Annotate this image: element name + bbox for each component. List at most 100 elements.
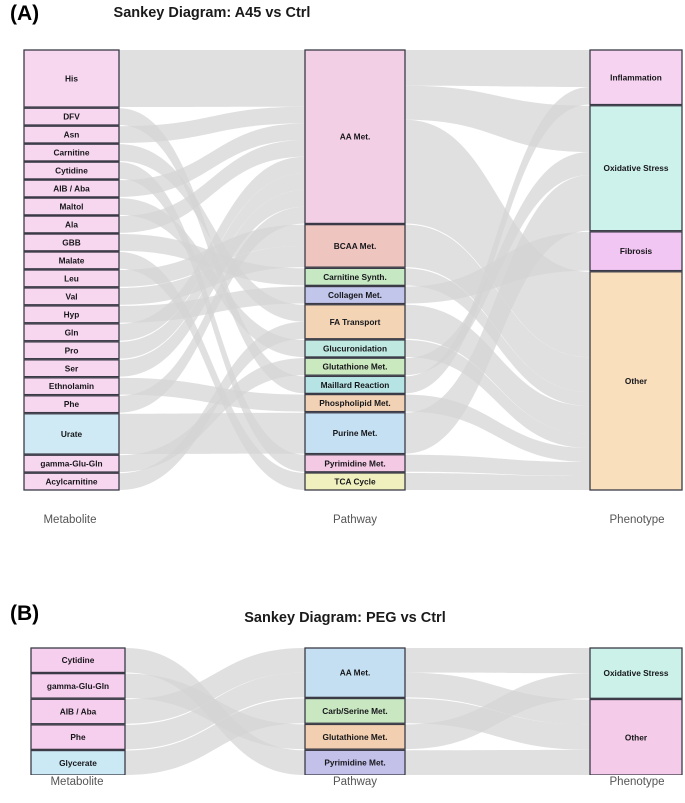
- sankey-node[interactable]: Ser: [23, 359, 120, 378]
- sankey-node-rect[interactable]: [23, 215, 120, 234]
- sankey-node-rect[interactable]: [304, 697, 406, 724]
- sankey-node[interactable]: Cytidine: [30, 647, 126, 674]
- sankey-node[interactable]: DFV: [23, 107, 120, 126]
- sankey-node-rect[interactable]: [23, 305, 120, 324]
- sankey-node-rect[interactable]: [589, 105, 683, 232]
- sankey-node[interactable]: Hyp: [23, 305, 120, 324]
- sankey-node-rect[interactable]: [304, 223, 406, 268]
- sankey-node[interactable]: Collagen Met.: [304, 285, 406, 305]
- sankey-node-rect[interactable]: [30, 647, 126, 674]
- sankey-link: [405, 698, 590, 750]
- sankey-node-rect[interactable]: [304, 454, 406, 473]
- sankey-node[interactable]: Other: [589, 698, 683, 775]
- sankey-node-rect[interactable]: [589, 231, 683, 272]
- sankey-node-rect[interactable]: [589, 271, 683, 491]
- sankey-node[interactable]: Carnitine: [23, 143, 120, 162]
- sankey-node-rect[interactable]: [23, 413, 120, 455]
- sankey-node-rect[interactable]: [23, 287, 120, 306]
- sankey-node[interactable]: Phospholipid Met.: [304, 393, 406, 413]
- sankey-node-rect[interactable]: [23, 472, 120, 491]
- sankey-node-rect[interactable]: [30, 672, 126, 699]
- sankey-node-rect[interactable]: [30, 749, 126, 775]
- sankey-node[interactable]: Carb/Serine Met.: [304, 697, 406, 724]
- sankey-node[interactable]: Maltol: [23, 197, 120, 216]
- sankey-node-rect[interactable]: [304, 304, 406, 340]
- sankey-node[interactable]: BCAA Met.: [304, 223, 406, 268]
- sankey-node[interactable]: AIB / Aba: [23, 179, 120, 198]
- sankey-node[interactable]: Acylcarnitine: [23, 472, 120, 491]
- sankey-node-rect[interactable]: [304, 339, 406, 358]
- sankey-node[interactable]: Glutathione Met.: [304, 723, 406, 750]
- sankey-node-rect[interactable]: [23, 251, 120, 270]
- sankey-node[interactable]: TCA Cycle: [304, 472, 406, 491]
- sankey-node-rect[interactable]: [304, 375, 406, 395]
- sankey-node-rect[interactable]: [589, 647, 683, 699]
- sankey-node[interactable]: AIB / Aba: [30, 698, 126, 725]
- sankey-node-rect[interactable]: [23, 49, 120, 108]
- sankey-node[interactable]: Phe: [23, 395, 120, 414]
- sankey-node[interactable]: Pro: [23, 341, 120, 360]
- sankey-node[interactable]: Pyrimidine Met.: [304, 749, 406, 775]
- sankey-node[interactable]: Malate: [23, 251, 120, 270]
- sankey-node-rect[interactable]: [23, 161, 120, 180]
- sankey-node-rect[interactable]: [304, 267, 406, 287]
- sankey-node-rect[interactable]: [304, 647, 406, 699]
- sankey-node[interactable]: Fibrosis: [589, 231, 683, 272]
- sankey-node[interactable]: Other: [589, 271, 683, 491]
- sankey-node[interactable]: Pyrimidine Met.: [304, 454, 406, 473]
- sankey-link: [405, 175, 590, 454]
- sankey-node-rect[interactable]: [23, 179, 120, 198]
- sankey-node-rect[interactable]: [23, 125, 120, 144]
- sankey-node[interactable]: Val: [23, 287, 120, 306]
- sankey-node[interactable]: Cytidine: [23, 161, 120, 180]
- sankey-node[interactable]: Leu: [23, 269, 120, 288]
- sankey-node[interactable]: Oxidative Stress: [589, 647, 683, 699]
- sankey-node[interactable]: gamma-Glu-Gln: [30, 672, 126, 699]
- sankey-node[interactable]: AA Met.: [304, 647, 406, 699]
- sankey-node[interactable]: Carnitine Synth.: [304, 267, 406, 287]
- sankey-node-rect[interactable]: [23, 377, 120, 396]
- sankey-node-rect[interactable]: [589, 49, 683, 106]
- sankey-node[interactable]: Purine Met.: [304, 412, 406, 455]
- sankey-node-rect[interactable]: [304, 412, 406, 455]
- sankey-node-rect[interactable]: [304, 723, 406, 750]
- sankey-node-rect[interactable]: [23, 454, 120, 473]
- sankey-node[interactable]: Glycerate: [30, 749, 126, 775]
- sankey-node-rect[interactable]: [304, 285, 406, 305]
- sankey-node[interactable]: Glucuronidation: [304, 339, 406, 358]
- sankey-node-rect[interactable]: [23, 197, 120, 216]
- sankey-node-rect[interactable]: [23, 323, 120, 342]
- sankey-node[interactable]: FA Transport: [304, 304, 406, 340]
- sankey-node-rect[interactable]: [23, 395, 120, 414]
- sankey-node-rect[interactable]: [304, 49, 406, 225]
- sankey-node[interactable]: AA Met.: [304, 49, 406, 225]
- sankey-node[interactable]: Phe: [30, 724, 126, 751]
- sankey-node-rect[interactable]: [304, 472, 406, 491]
- sankey-node[interactable]: Glutathione Met.: [304, 357, 406, 376]
- sankey-node-rect[interactable]: [23, 341, 120, 360]
- sankey-node-rect[interactable]: [304, 393, 406, 413]
- sankey-node[interactable]: Gln: [23, 323, 120, 342]
- sankey-node-rect[interactable]: [23, 359, 120, 378]
- sankey-node[interactable]: Oxidative Stress: [589, 105, 683, 232]
- axis-label-phenotype-b: Phenotype: [609, 776, 665, 788]
- sankey-node-rect[interactable]: [30, 724, 126, 751]
- sankey-node-rect[interactable]: [23, 143, 120, 162]
- sankey-node[interactable]: Maillard Reaction: [304, 375, 406, 395]
- sankey-node[interactable]: GBB: [23, 233, 120, 252]
- sankey-node-rect[interactable]: [23, 233, 120, 252]
- sankey-node-rect[interactable]: [23, 107, 120, 126]
- sankey-node-rect[interactable]: [589, 698, 683, 775]
- sankey-node-rect[interactable]: [30, 698, 126, 725]
- sankey-node[interactable]: His: [23, 49, 120, 108]
- sankey-node[interactable]: Inflammation: [589, 49, 683, 106]
- sankey-node-rect[interactable]: [304, 749, 406, 775]
- sankey-node[interactable]: Ethnolamin: [23, 377, 120, 396]
- sankey-node-rect[interactable]: [23, 269, 120, 288]
- sankey-node-rect[interactable]: [304, 357, 406, 376]
- sankey-node[interactable]: Asn: [23, 125, 120, 144]
- sankey-node[interactable]: Ala: [23, 215, 120, 234]
- sankey-node[interactable]: gamma-Glu-Gln: [23, 454, 120, 473]
- sankey-node[interactable]: Urate: [23, 413, 120, 455]
